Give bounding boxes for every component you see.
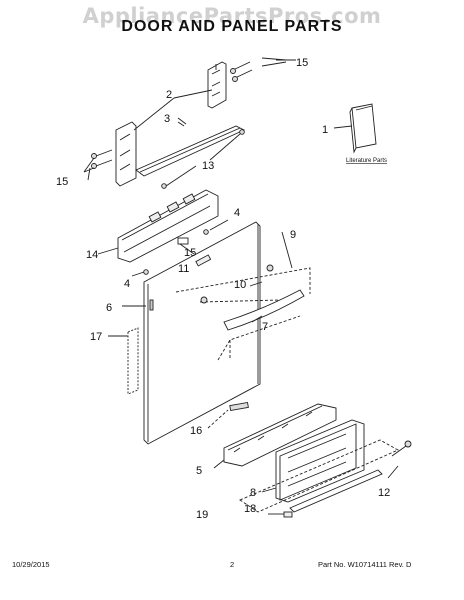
literature-booklet bbox=[333, 103, 377, 154]
footer-part-number: Part No. W10714111 Rev. D bbox=[318, 560, 412, 569]
toe-panel-inner bbox=[261, 419, 365, 503]
callout-7: 7 bbox=[262, 321, 268, 333]
page-title: DOOR AND PANEL PARTS bbox=[121, 18, 343, 35]
screws-13 bbox=[161, 129, 245, 189]
callout-5: 5 bbox=[196, 465, 202, 477]
screws-15-top bbox=[230, 57, 287, 82]
screws-15-left bbox=[83, 149, 113, 173]
callout-4-left: 4 bbox=[124, 278, 130, 290]
callout-19: 19 bbox=[196, 509, 208, 521]
callout-15-top: 15 bbox=[296, 57, 308, 69]
badge bbox=[207, 401, 249, 429]
callout-labels: 15 2 1 3 13 15 4 9 14 15 11 4 10 6 7 17 … bbox=[56, 57, 390, 521]
screw-12 bbox=[391, 440, 412, 457]
callout-1: 1 bbox=[322, 124, 328, 136]
callout-16: 16 bbox=[190, 425, 202, 437]
insulation-panel bbox=[108, 327, 139, 395]
callout-9: 9 bbox=[290, 229, 296, 241]
callout-6: 6 bbox=[106, 302, 112, 314]
footer-date: 10/29/2015 bbox=[12, 560, 50, 569]
door-handle bbox=[200, 264, 305, 331]
callout-11: 11 bbox=[178, 263, 189, 275]
felt-strip bbox=[268, 469, 383, 518]
watermark: AppliancePartsPros.com bbox=[82, 4, 382, 28]
callout-15-mid: 15 bbox=[184, 247, 196, 259]
toe-panel-outer bbox=[213, 403, 337, 469]
handle-assembly bbox=[175, 267, 311, 361]
hinge-bracket-left bbox=[115, 121, 137, 187]
screws-4-15-mid bbox=[131, 219, 229, 277]
outer-door-panel bbox=[122, 221, 261, 445]
callout-13: 13 bbox=[202, 160, 214, 172]
callout-8: 8 bbox=[250, 487, 256, 499]
callout-14: 14 bbox=[86, 249, 98, 261]
callout-4-right: 4 bbox=[234, 207, 240, 219]
control-panel bbox=[97, 189, 219, 263]
literature-parts-label: Literature Parts bbox=[346, 158, 387, 164]
hinge-rail bbox=[135, 117, 246, 177]
callout-15-left: 15 bbox=[56, 176, 68, 188]
hinge-bracket-right bbox=[207, 61, 227, 109]
callout-10: 10 bbox=[234, 279, 246, 291]
callout-3: 3 bbox=[164, 113, 170, 125]
callout-17: 17 bbox=[90, 331, 102, 343]
footer-page-number: 2 bbox=[230, 560, 235, 569]
callout-18: 18 bbox=[244, 503, 256, 515]
callout-2: 2 bbox=[166, 89, 172, 101]
toe-panel-outline bbox=[239, 439, 400, 513]
callout-12: 12 bbox=[378, 487, 390, 499]
